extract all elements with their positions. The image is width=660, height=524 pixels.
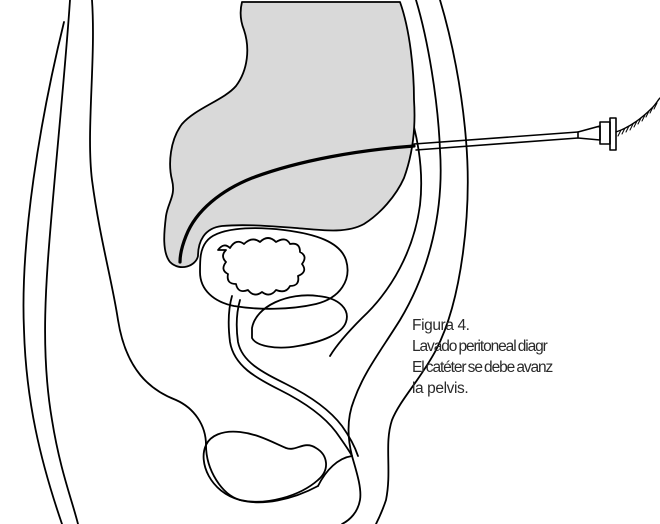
penis-glans <box>318 456 352 486</box>
bladder-mucosa <box>218 238 305 295</box>
prostate <box>252 295 347 347</box>
caption-line-2: El catéter se debe avanz <box>412 357 660 378</box>
catheter-hub <box>578 126 600 140</box>
catheter-hub-flange <box>610 118 616 150</box>
back-outline <box>45 0 78 524</box>
figure-label: Figura 4. <box>412 315 660 336</box>
figure-caption: Figura 4. Lavado peritoneal diagr El cat… <box>412 315 660 399</box>
urethra-wall-2 <box>237 300 358 456</box>
catheter-hub-cap <box>600 122 610 144</box>
bowel-loops <box>164 2 414 267</box>
urethra-wall-1 <box>229 296 352 456</box>
penis-outline <box>342 456 360 524</box>
catheter-tubing <box>616 98 660 132</box>
caption-line-3: la pelvis. <box>412 378 660 399</box>
caption-line-1: Lavado peritoneal diagr <box>412 336 660 357</box>
